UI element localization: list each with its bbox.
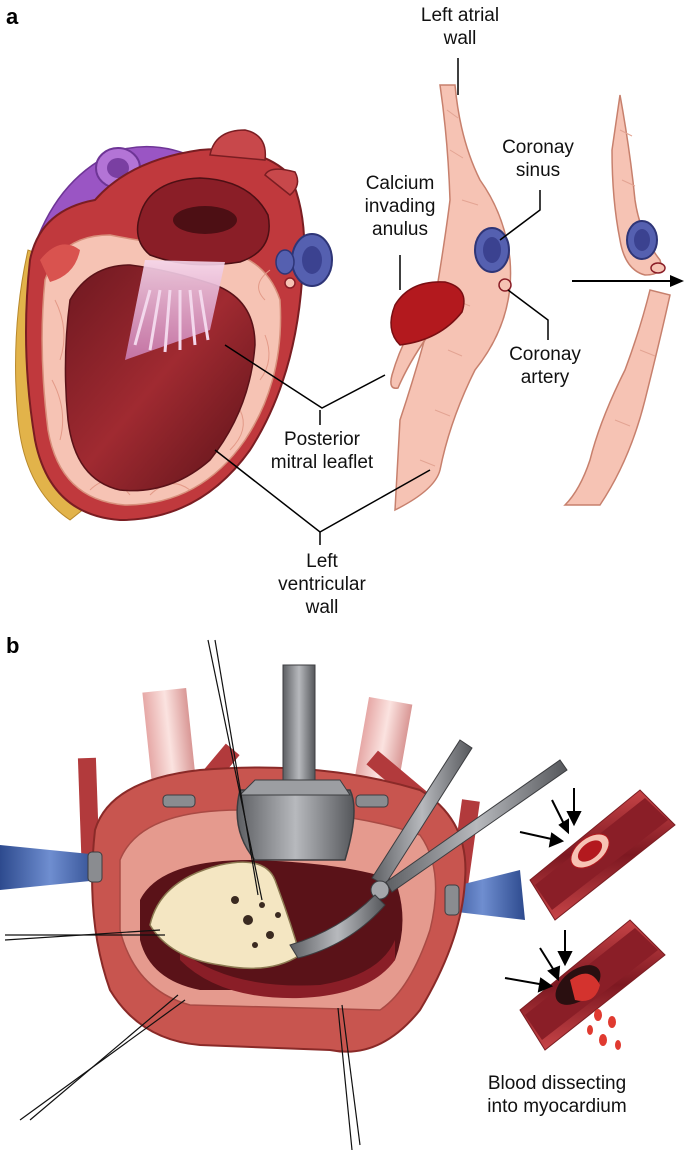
panel-label-b: b: [6, 633, 20, 658]
panel-label-a: a: [6, 4, 19, 29]
calcium-deposit: [390, 281, 465, 346]
wall-section-1: [390, 84, 512, 512]
leader-lines-a: [214, 58, 549, 545]
suture-threads: [4, 639, 361, 1151]
chordae-tendineae: [125, 260, 225, 360]
surgical-scissors: [289, 739, 568, 959]
panel-b-surgery: [0, 639, 568, 1151]
coronary-artery-shape: [498, 278, 512, 292]
vessel-inset-intact: [529, 789, 676, 921]
label-coronary-artery: Coronay artery: [509, 344, 581, 388]
label-posterior-leaflet: Posterior mitral leaflet: [270, 429, 374, 473]
wall-section-2: [563, 94, 671, 506]
label-calcium: Calcium invading anulus: [364, 173, 436, 240]
panel-a-heart: [15, 129, 333, 522]
retractor-handle: [282, 664, 316, 786]
pressure-arrows: [504, 788, 582, 993]
label-left-atrial-wall: Left atrial wall: [420, 5, 500, 49]
label-lv-wall: Left ventricular wall: [278, 551, 366, 618]
label-blood-dissecting: Blood dissecting into myocardium: [487, 1073, 627, 1117]
vessel-inset-torn: [519, 919, 666, 1051]
calcified-leaflet: [149, 861, 301, 970]
label-coronary-sinus: Coronay sinus: [502, 137, 574, 181]
